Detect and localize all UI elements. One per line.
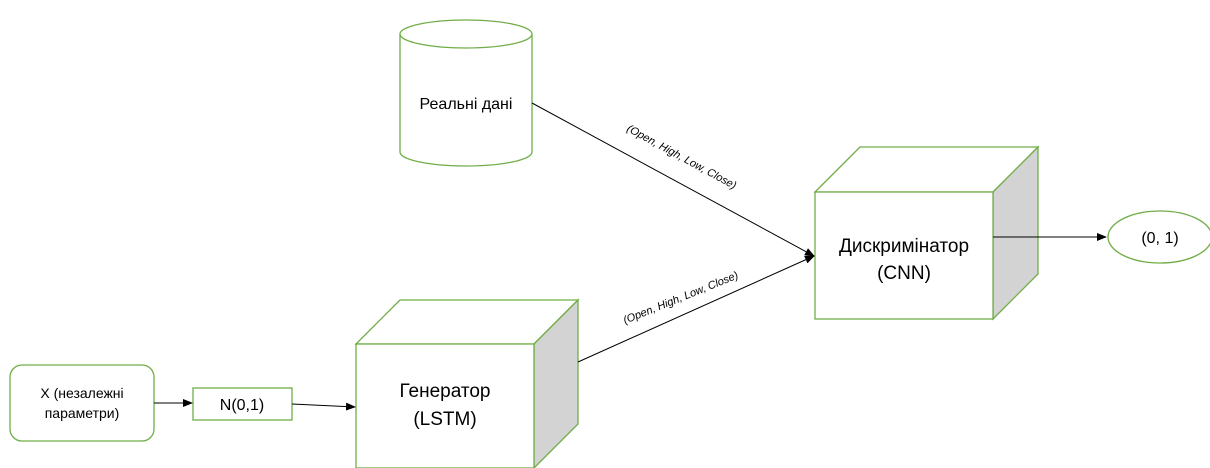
edge-real-to-discriminator	[531, 102, 815, 257]
edge-label-real-to-discriminator: (Open, High, Low, Close)	[625, 123, 739, 192]
discriminator-cube: Дискримінатор (CNN)	[813, 145, 1040, 321]
noise-label: N(0,1)	[220, 397, 264, 414]
generator-cube: Генератор (LSTM)	[354, 298, 580, 468]
x-parameters-box: X (незалежні параметри)	[9, 364, 155, 442]
discriminator-subtitle: (CNN)	[877, 263, 931, 284]
x-parameters-line1: X (незалежні	[40, 385, 123, 401]
edge-noise-to-generator	[291, 402, 356, 411]
edge-label-generator-to-discriminator: (Open, High, Low, Close)	[622, 270, 741, 327]
noise-box: N(0,1)	[192, 387, 293, 421]
generator-title: Генератор	[400, 381, 491, 402]
output-label: (0, 1)	[1141, 230, 1178, 247]
output-ellipse: (0, 1)	[1107, 210, 1210, 264]
x-parameters-line2: параметри)	[45, 405, 120, 421]
real-data-label: Реальні дані	[420, 96, 513, 113]
generator-subtitle: (LSTM)	[413, 409, 476, 430]
discriminator-title: Дискримінатор	[839, 236, 969, 257]
real-data-cylinder: Реальні дані	[399, 19, 533, 167]
edge-generator-to-discriminator	[577, 255, 815, 363]
